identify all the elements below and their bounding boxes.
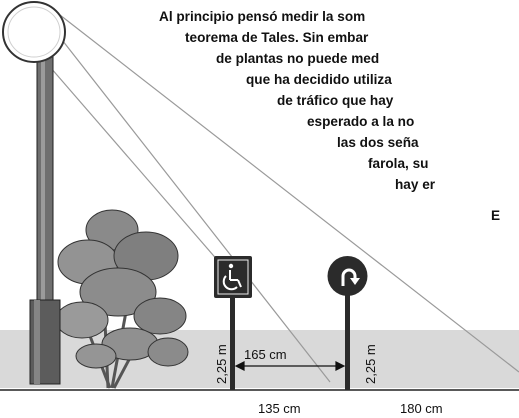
street-lamp	[2, 1, 66, 385]
problem-text-line: de tráfico que hay	[277, 93, 394, 108]
gap-label: 165 cm	[244, 347, 287, 362]
problem-text-line: esperado a la no	[307, 114, 415, 129]
problem-text-line: teorema de Tales. Sin embar	[185, 30, 369, 45]
lamp-globe	[2, 1, 66, 63]
gap-arrow	[234, 361, 346, 371]
sign-2-height-label: 2,25 m	[363, 344, 378, 384]
problem-text-line: de plantas no puede med	[216, 51, 380, 66]
sign-1-pole	[230, 298, 235, 390]
problem-text-line: farola, su	[368, 156, 429, 171]
bush	[55, 209, 189, 389]
shadow-2-label: 180 cm	[400, 401, 443, 416]
light-rays	[43, 14, 519, 383]
sign-1-plate	[214, 256, 252, 298]
sign-2	[327, 256, 368, 390]
u-turn-arrow-icon	[341, 268, 360, 286]
wheelchair-icon	[222, 263, 242, 291]
sign-2-pole	[345, 295, 350, 390]
problem-text: Al principio pensó medir la som teorema …	[159, 6, 519, 226]
problem-text-line: que ha decidido utiliza	[246, 72, 392, 87]
shadow-1-label: 135 cm	[258, 401, 301, 416]
sign-1	[214, 256, 252, 390]
problem-text-line: hay er	[395, 177, 436, 192]
problem-text-line: Al principio pensó medir la som	[159, 9, 366, 24]
problem-text-line: E	[491, 208, 501, 223]
problem-text-line: las dos seña	[337, 135, 419, 150]
sign-1-height-label: 2,25 m	[214, 344, 229, 384]
sign-2-plate	[327, 256, 368, 296]
